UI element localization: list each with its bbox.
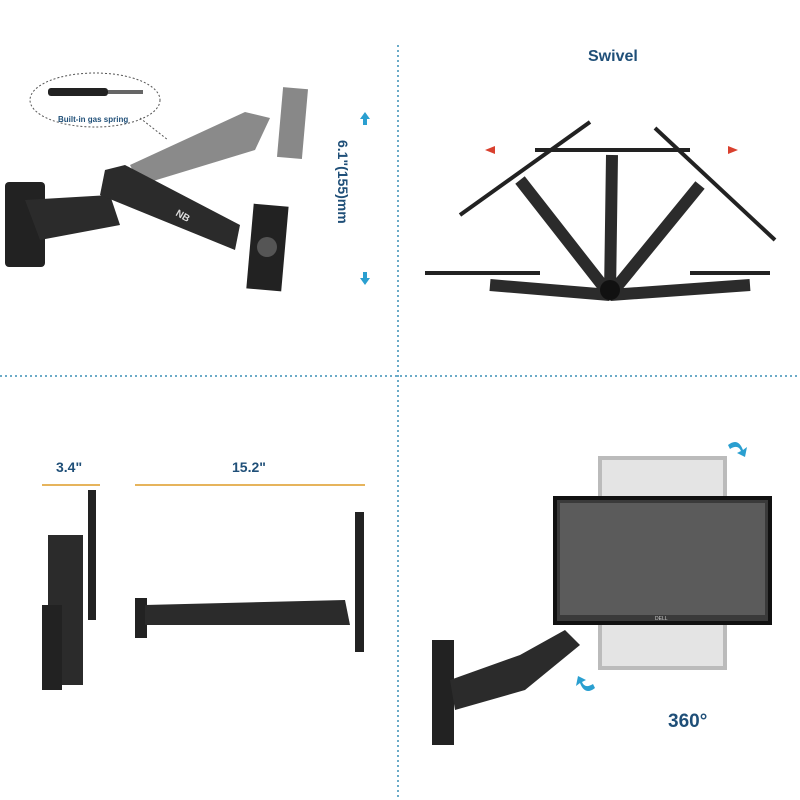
rotation-wall-plate <box>432 640 454 745</box>
reach-label: 15.2" <box>232 459 266 475</box>
depth-label: 3.4" <box>56 459 82 475</box>
extended-wall-plate <box>135 598 147 638</box>
rotate-arrow-top-icon <box>728 441 747 457</box>
left-arrow-icon <box>485 146 495 154</box>
gas-arm <box>100 165 240 250</box>
rotation-panel: DELL 360° <box>432 441 772 745</box>
folded-wall-plate <box>42 605 62 690</box>
folded-monitor <box>88 490 96 620</box>
extension-panel: 3.4" 15.2" <box>42 459 365 690</box>
down-arrow-icon <box>360 272 370 285</box>
lower-arm <box>25 195 120 240</box>
swivel-panel: Swivel <box>425 48 777 301</box>
up-arrow-icon <box>360 112 370 125</box>
height-measurement: 6.1"(155)mm <box>335 140 351 224</box>
gas-spring-callout <box>29 72 161 128</box>
monitor-brand: DELL <box>655 616 668 622</box>
rotation-label: 360° <box>668 711 707 732</box>
right-arrow-icon <box>728 146 738 154</box>
arm-raised-ghost <box>130 112 270 185</box>
rotate-arrow-bottom-icon <box>576 676 595 692</box>
monitor-right <box>653 126 777 242</box>
gas-spring-label: Built-in gas spring <box>58 115 128 124</box>
swivel-title: Swivel <box>588 48 638 65</box>
rotation-arm <box>450 630 580 710</box>
extended-arm <box>145 600 350 625</box>
monitor-left <box>458 120 592 217</box>
swivel-arms <box>489 154 751 301</box>
gas-spring-icon <box>48 88 108 96</box>
extended-monitor <box>355 512 364 652</box>
height-panel: NB Built-in gas spring 6.1"(155)mm <box>5 72 370 292</box>
